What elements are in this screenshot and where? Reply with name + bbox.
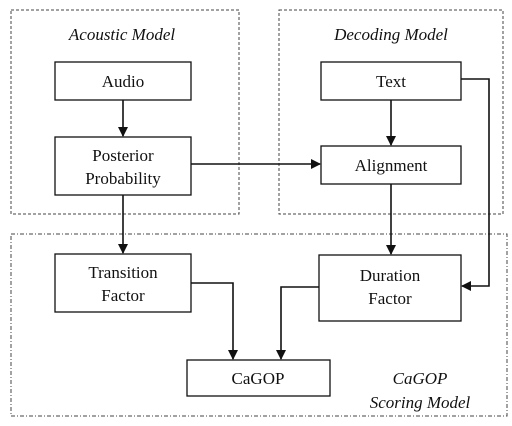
alignment-node: Alignment xyxy=(320,145,462,185)
cagop-scoring-model-label-line1: CaGOP xyxy=(393,369,448,388)
arrow-duration-to-cagop xyxy=(276,286,319,360)
acoustic-model-region xyxy=(10,9,240,215)
text-node: Text xyxy=(320,61,462,101)
cagop-scoring-model-region xyxy=(10,233,508,417)
audio-node: Audio xyxy=(54,61,192,101)
posterior-probability-node: Posterior Probability xyxy=(54,136,192,196)
decoding-model-label: Decoding Model xyxy=(333,25,448,44)
acoustic-model-label: Acoustic Model xyxy=(68,25,175,44)
transition-node-label-line2: Factor xyxy=(101,286,145,305)
text-node-label: Text xyxy=(376,72,406,91)
cagop-scoring-model-label-line2: Scoring Model xyxy=(370,393,471,412)
cagop-node: CaGOP xyxy=(186,359,331,397)
arrow-transition-to-cagop xyxy=(191,282,238,360)
posterior-node-label-line1: Posterior xyxy=(92,146,154,165)
duration-factor-node: Duration Factor xyxy=(318,254,462,322)
duration-node-label-line1: Duration xyxy=(360,266,421,285)
audio-node-label: Audio xyxy=(102,72,145,91)
cagop-node-label: CaGOP xyxy=(232,369,285,388)
transition-node-label-line1: Transition xyxy=(88,263,158,282)
arrow-text-to-duration xyxy=(461,78,490,291)
posterior-node-label-line2: Probability xyxy=(85,169,161,188)
transition-factor-node: Transition Factor xyxy=(54,253,192,313)
duration-node-label-line2: Factor xyxy=(368,289,412,308)
alignment-node-label: Alignment xyxy=(355,156,428,175)
